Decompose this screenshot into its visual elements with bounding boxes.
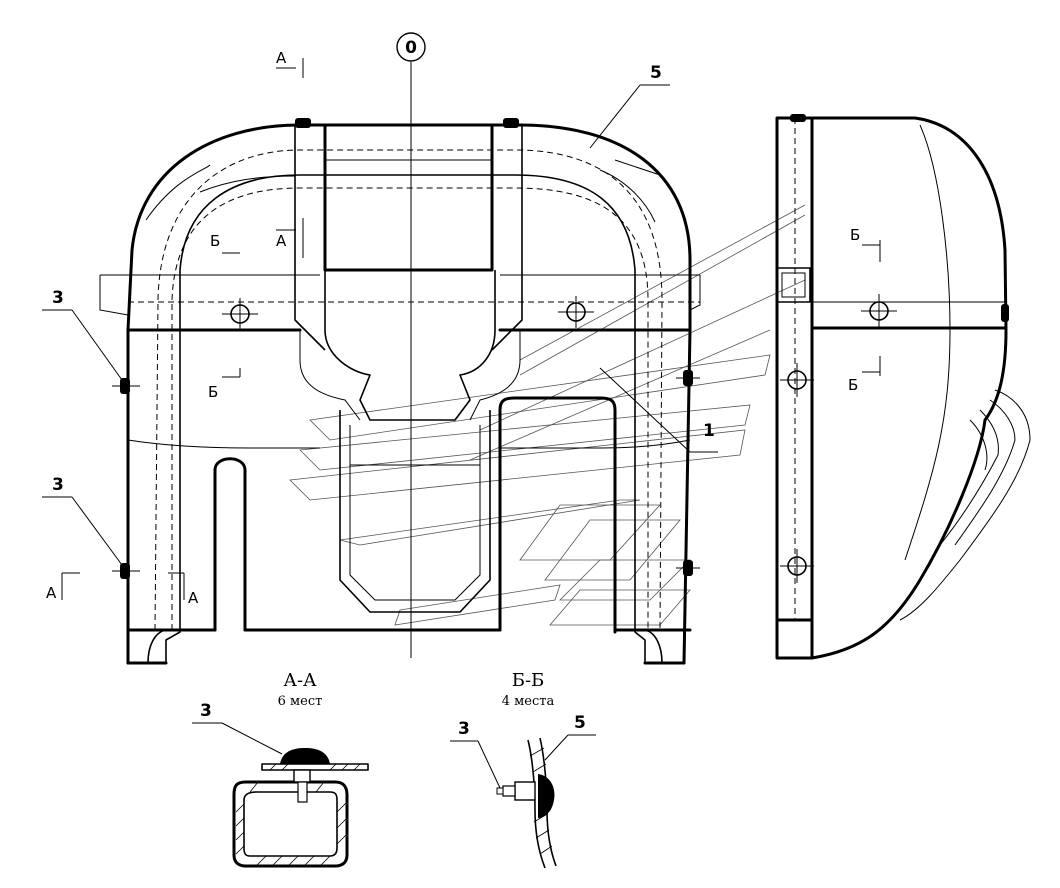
section-aa-title: А-А [283, 670, 317, 691]
callout-part-3-lower: 3 [42, 475, 123, 566]
front-view [99, 62, 806, 665]
bolt-mark [222, 298, 258, 330]
section-bb: Б-Б 4 места 3 5 [450, 670, 596, 869]
axis-marker: 0 [396, 32, 426, 62]
section-aa-subtitle: 6 мест [278, 694, 323, 709]
section-mark: Б [210, 232, 240, 254]
section-mark: Б [208, 368, 241, 401]
section-mark: А [168, 572, 199, 607]
bolt-mark [780, 363, 814, 397]
callout-label: 3 [52, 475, 64, 495]
section-bb-subtitle: 4 места [502, 694, 555, 709]
side-view: Б Б [775, 114, 1031, 660]
section-mark: Б [850, 226, 881, 262]
ghost-parts [289, 204, 806, 626]
section-mark-a-top: А [276, 49, 287, 67]
section-mark: А [46, 572, 80, 602]
section-mark-b-side-upper: Б [850, 226, 860, 244]
callout-part-5: 5 [589, 63, 670, 149]
fastener-mark [503, 118, 519, 128]
section-mark: Б [848, 356, 881, 394]
section-mark-a-bottom-left: А [46, 584, 57, 602]
bolt-mark [780, 549, 814, 583]
bolt-mark [558, 296, 594, 328]
section-mark-b-left-upper: Б [210, 232, 220, 250]
section-bb-title: Б-Б [512, 670, 545, 691]
section-mark: А [276, 49, 304, 78]
bolt-mark [861, 294, 897, 328]
section-mark-a-bottom-right: А [188, 589, 199, 607]
callout-part-1: 1 [599, 367, 718, 453]
fastener-mark [295, 118, 311, 128]
fastener-mark [790, 114, 806, 122]
axis-marker-label: 0 [405, 38, 417, 58]
callout-label: 5 [650, 63, 662, 83]
callout-label: 3 [200, 701, 212, 721]
section-aa: А-А 6 мест [192, 670, 369, 868]
callout-part-3-upper: 3 [42, 288, 123, 381]
fastener-mark [1001, 304, 1009, 322]
section-mark-b-left-lower: Б [208, 383, 218, 401]
callout-label: 5 [574, 713, 586, 733]
section-mark-a-mid: А [276, 232, 287, 250]
callout-label: 3 [52, 288, 64, 308]
section-mark-b-side-lower: Б [848, 376, 858, 394]
callout-label: 1 [703, 421, 715, 441]
section-mark: А [276, 218, 304, 258]
callout-label: 3 [458, 719, 470, 739]
